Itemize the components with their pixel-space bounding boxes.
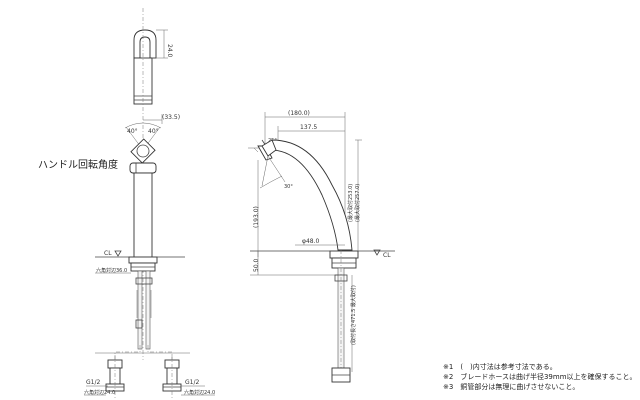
dim-offset: (33.5) [162, 114, 180, 121]
front-spout-tip [133, 29, 157, 59]
left-valve: G1/2 六角対辺24.0 [84, 355, 125, 400]
front-lever [129, 162, 157, 174]
hex-right-label: 六角対辺24.0 [184, 389, 215, 396]
dim-spout-depth: 24.0 [166, 44, 173, 58]
note-2: ※2 ブレードホースは曲げ半径39mm以上を確保すること。 [443, 372, 637, 381]
angle-left: 40° [127, 128, 138, 135]
front-hose-right [145, 270, 151, 350]
side-spout [267, 139, 353, 251]
front-handle: 40° 40° [124, 122, 162, 164]
notes: ※1 ( )内寸法は参考寸法である。 ※2 ブレードホースは曲げ半径39mm以上… [443, 362, 637, 391]
hex-left-label: 六角対辺24.0 [84, 389, 115, 396]
dim-base-dia: φ48.0 [302, 238, 320, 245]
side-base-nut [329, 250, 359, 259]
dim-spout-height: (最大取付253.0) [347, 184, 354, 222]
thread-right: G1/2 [185, 379, 199, 386]
dim-height: (193.0) [253, 206, 260, 228]
hex-36-label: 六角対辺36.0 [96, 267, 127, 274]
thread-left: G1/2 [86, 379, 100, 386]
handle-rotation-label: ハンドル回転角度 [38, 158, 118, 171]
dim-reach-total: (180.0) [288, 110, 310, 117]
dim-deck: 50.0 [253, 258, 260, 272]
front-cl-label: CL [104, 250, 112, 257]
side-cl-label: CL [383, 252, 391, 259]
front-body-column [133, 172, 153, 258]
note-3: ※3 銅管部分は無理に曲げさせないこと。 [443, 382, 579, 391]
front-hose-left [137, 270, 143, 350]
note-1: ※1 ( )内寸法は参考寸法である。 [443, 362, 557, 371]
dim-reach: 137.5 [300, 124, 317, 131]
dim-hose: (取付長さ471.5 最大取付) [350, 285, 357, 345]
front-view: 24.0 (33.5) 40° 40° ハンドル回転角度 CL [38, 8, 215, 400]
angle-right: 40° [148, 128, 159, 135]
side-view: (180.0) 137.5 25° 30° (193.0) φ48.0 [248, 110, 395, 383]
right-valve: G1/2 六角対辺24.0 [162, 355, 215, 400]
dim-spout-height-sub: (最大取付257.0) [354, 184, 361, 222]
angle-spout: 30° [284, 184, 293, 190]
front-base-nut [128, 256, 158, 264]
